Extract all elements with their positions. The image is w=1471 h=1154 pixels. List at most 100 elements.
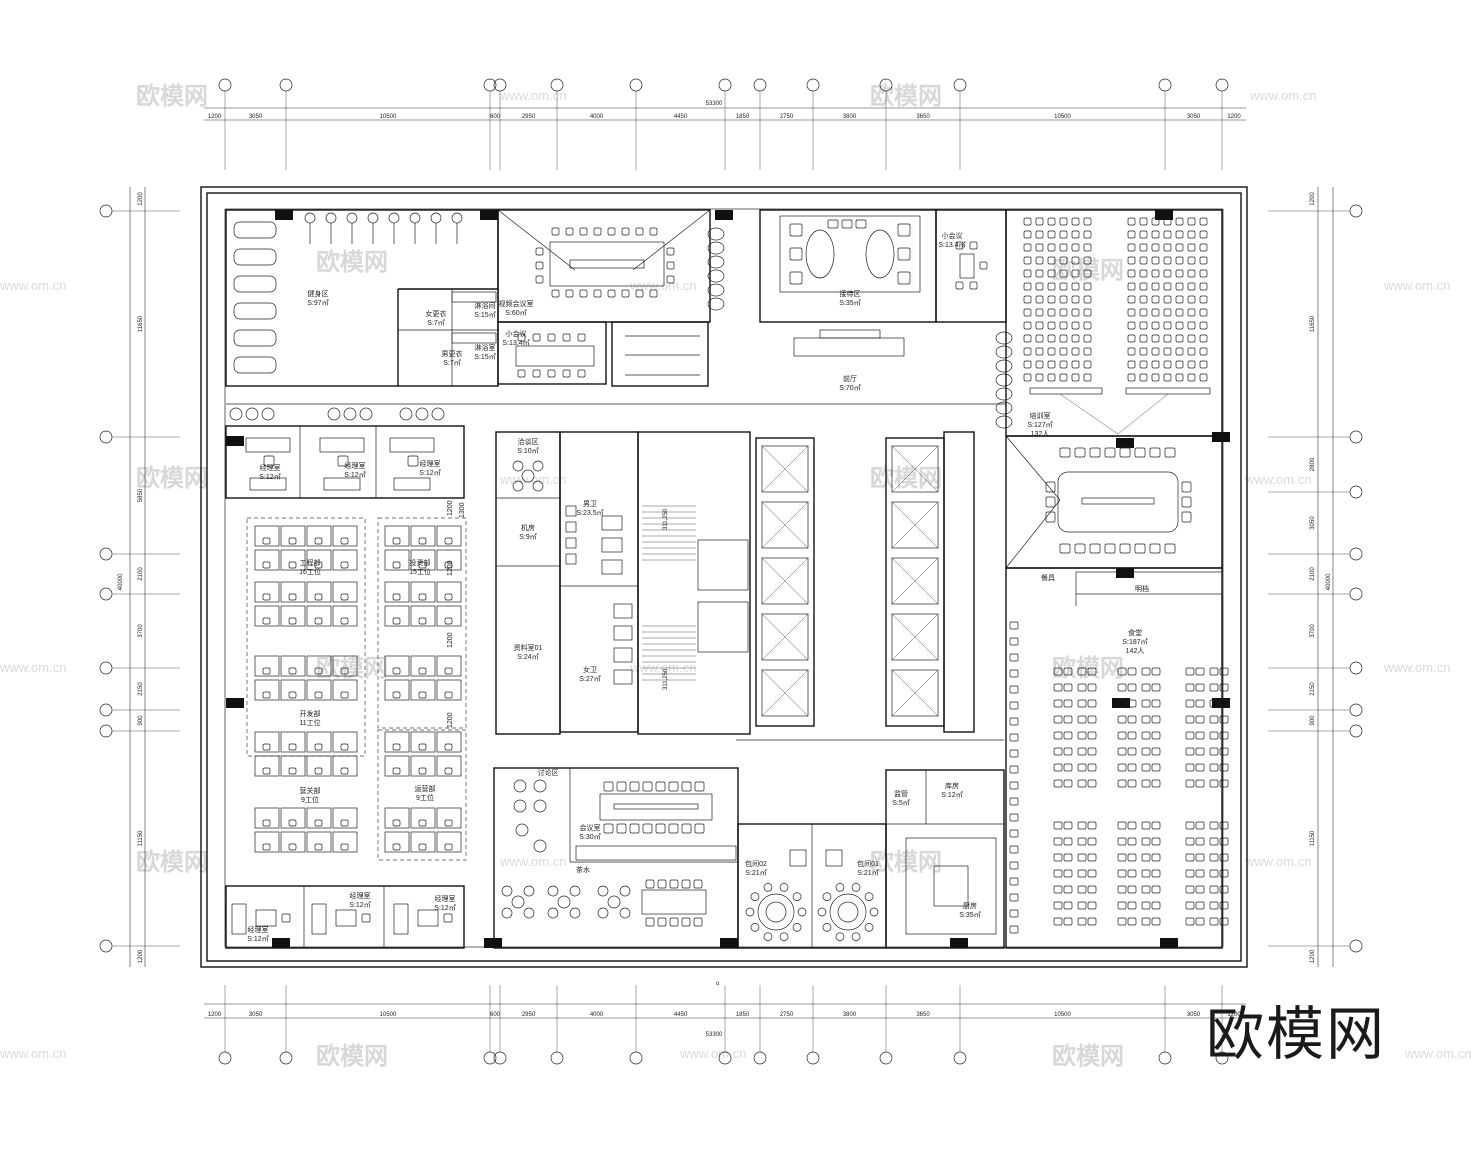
watermark-url: www.om.cn	[0, 660, 66, 675]
room-name: 淋浴室	[475, 343, 496, 352]
room-area: S:24㎡	[517, 653, 538, 661]
room-area: S:12㎡	[349, 901, 370, 909]
room-name: 洽谈区	[518, 437, 539, 446]
watermark-url: www.om.cn	[1383, 278, 1450, 293]
dimension-label: 600	[490, 114, 501, 120]
inner-dimension: 1200	[447, 632, 454, 648]
watermark-url: www.om.cn	[1244, 854, 1311, 869]
room-area: S:30㎡	[579, 833, 600, 841]
watermark-url: www.om.cn	[0, 1046, 66, 1061]
watermark-url: www.om.cn	[1404, 1046, 1471, 1061]
watermark-layer: 欧模网 www.om.cn 欧模网 www.om.cn www.om.cn 欧模…	[0, 82, 1471, 1070]
room-name: 健身区	[308, 289, 329, 298]
room-area: 16工位	[299, 567, 321, 576]
watermark-url: www.om.cn	[1383, 660, 1450, 675]
stair-label: 311,250	[663, 508, 669, 530]
watermark-text: 欧模网	[316, 248, 388, 276]
room-area: S:7㎡	[443, 359, 461, 367]
room-name: 开发部	[300, 709, 321, 718]
room-name: 男卫	[583, 500, 597, 508]
dimension-label: 2750	[780, 114, 794, 120]
room-name: 监管	[894, 789, 908, 798]
inner-dimension: 1200	[447, 712, 454, 728]
room-name: 培训室	[1030, 411, 1051, 420]
room-name: 包间02	[745, 859, 767, 868]
room-name: 男更衣	[442, 349, 463, 358]
watermark-url: www.om.cn	[629, 660, 696, 675]
room-name: 女更衣	[426, 309, 447, 318]
dimension-label: 2100	[138, 567, 144, 581]
axis-bubbles	[99, 78, 1363, 1065]
watermark-text: 欧模网	[870, 82, 942, 110]
dimension-label: 2950	[522, 114, 536, 120]
room-capacity: 132人	[1031, 430, 1050, 438]
dimension-total-top: 53300	[706, 101, 723, 107]
room-name: 接待区	[840, 289, 861, 298]
room-area: S:21㎡	[745, 869, 766, 877]
room-area: S:12㎡	[434, 904, 455, 912]
room-labels: 健身区S:97㎡女更衣S:7㎡男更衣S:7㎡淋浴间S:15㎡淋浴室S:15㎡视频…	[247, 231, 1149, 943]
room-area: S:12㎡	[259, 473, 280, 481]
watermark-url: www.om.cn	[499, 854, 566, 869]
room-area: S:12㎡	[419, 469, 440, 477]
dimension-label: 3700	[1310, 624, 1316, 638]
room-name: 会议室	[580, 823, 601, 832]
room-area: S:13.4㎡	[502, 339, 529, 347]
dimension-label: 11650	[1310, 315, 1316, 332]
room-name: 机房	[521, 523, 535, 532]
room-name: 餐具	[1041, 573, 1055, 582]
room-area: S:12㎡	[344, 471, 365, 479]
dimension-label: 5850	[138, 488, 144, 502]
room-area: 15工位	[409, 567, 431, 576]
room-name: 淋浴间	[475, 301, 496, 310]
dimension-label: 3700	[138, 624, 144, 638]
room-area: S:15㎡	[474, 311, 495, 319]
room-area: S:35㎡	[959, 911, 980, 919]
dimension-label: 2750	[780, 1012, 794, 1018]
dimension-label: 3800	[843, 114, 857, 120]
room-name: 经理室	[260, 463, 281, 472]
inner-dimension: 1200	[447, 500, 454, 516]
interior-walls	[225, 209, 1223, 949]
room-area: 9工位	[416, 793, 434, 802]
room-area: S:27㎡	[579, 675, 600, 683]
room-capacity: 142人	[1126, 647, 1145, 655]
dimension-label: 1850	[736, 1012, 750, 1018]
watermark-text: 欧模网	[316, 654, 388, 682]
watermark-url: www.om.cn	[629, 278, 696, 293]
room-name: 食堂	[1128, 628, 1142, 637]
dimension-label: 4450	[674, 1012, 688, 1018]
room-area: S:187㎡	[1122, 638, 1147, 646]
dimension-label: 11650	[138, 315, 144, 332]
dimension-label: 1200	[1310, 192, 1316, 206]
stair-label: 311,250	[663, 668, 669, 690]
dimension-label: 3650	[916, 114, 930, 120]
room-area: S:23.5㎡	[576, 509, 603, 517]
inner-dimension: 1200	[447, 560, 454, 576]
room-name: 小会议	[942, 231, 963, 240]
dimension-label: 1200	[208, 1012, 222, 1018]
dimension-total-right: 40000	[1326, 573, 1332, 590]
watermark-text: 欧模网	[1052, 1042, 1124, 1070]
dimension-total-bottom: 53300	[706, 1032, 723, 1038]
room-name: 讨论区	[538, 768, 559, 777]
dimension-label: 4000	[590, 1012, 604, 1018]
dimension-label: 2150	[1310, 682, 1316, 696]
watermark-url: www.om.cn	[1244, 472, 1311, 487]
dimension-label: 600	[490, 1012, 501, 1018]
room-name: 前厅	[843, 374, 857, 383]
dimension-label: 1200	[208, 114, 222, 120]
room-area: S:35㎡	[839, 299, 860, 307]
room-name: 经理室	[248, 925, 269, 934]
room-name: 投资部	[410, 558, 431, 567]
inner-dimension: 1300	[459, 502, 466, 518]
dimension-label: 3050	[249, 114, 263, 120]
room-name: 视频会议室	[499, 299, 534, 308]
dimension-label: 3800	[843, 1012, 857, 1018]
room-area: S:127㎡	[1027, 421, 1052, 429]
room-name: 明档	[1135, 584, 1149, 593]
dimension-label: 1200	[138, 192, 144, 206]
dimension-label: 2800	[1310, 457, 1316, 471]
room-area: S:9㎡	[519, 533, 537, 541]
